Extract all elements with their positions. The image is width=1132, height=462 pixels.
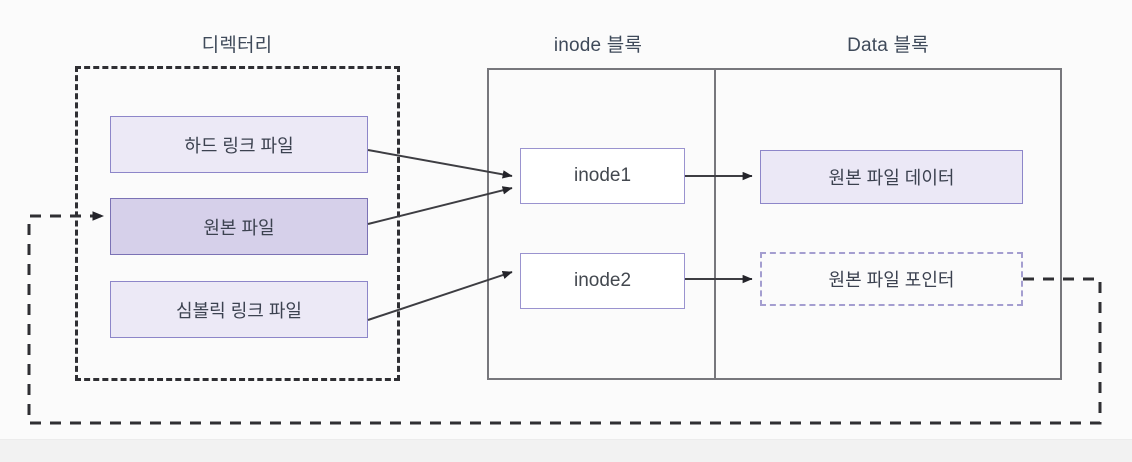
data-block-label: 원본 파일 포인터 <box>828 270 955 290</box>
inode-box-inode2[interactable]: inode2 <box>520 253 685 309</box>
directory-entry-label: 원본 파일 <box>203 217 275 238</box>
inode-data-divider <box>714 68 716 380</box>
data-block-original-file-pointer[interactable]: 원본 파일 포인터 <box>760 252 1023 306</box>
directory-entry-label: 하드 링크 파일 <box>184 135 294 156</box>
inode-label: inode1 <box>573 165 632 186</box>
data-block-label: 원본 파일 데이터 <box>828 168 955 188</box>
directory-entry-hard-link-file[interactable]: 하드 링크 파일 <box>110 116 368 173</box>
column-title-data-block: Data 블록 <box>847 35 929 56</box>
inode-label: inode2 <box>573 270 632 291</box>
directory-entry-symbolic-link-file[interactable]: 심볼릭 링크 파일 <box>110 281 368 338</box>
column-title-inode-block: inode 블록 <box>553 35 643 56</box>
column-title-directory: 디렉터리 <box>201 35 273 56</box>
page-bottom-band <box>0 439 1132 462</box>
directory-entry-label: 심볼릭 링크 파일 <box>176 300 302 321</box>
data-block-original-file-data[interactable]: 원본 파일 데이터 <box>760 150 1023 204</box>
filesystem-rect <box>487 68 1062 380</box>
inode-box-inode1[interactable]: inode1 <box>520 148 685 204</box>
directory-entry-original-file[interactable]: 원본 파일 <box>110 198 368 255</box>
